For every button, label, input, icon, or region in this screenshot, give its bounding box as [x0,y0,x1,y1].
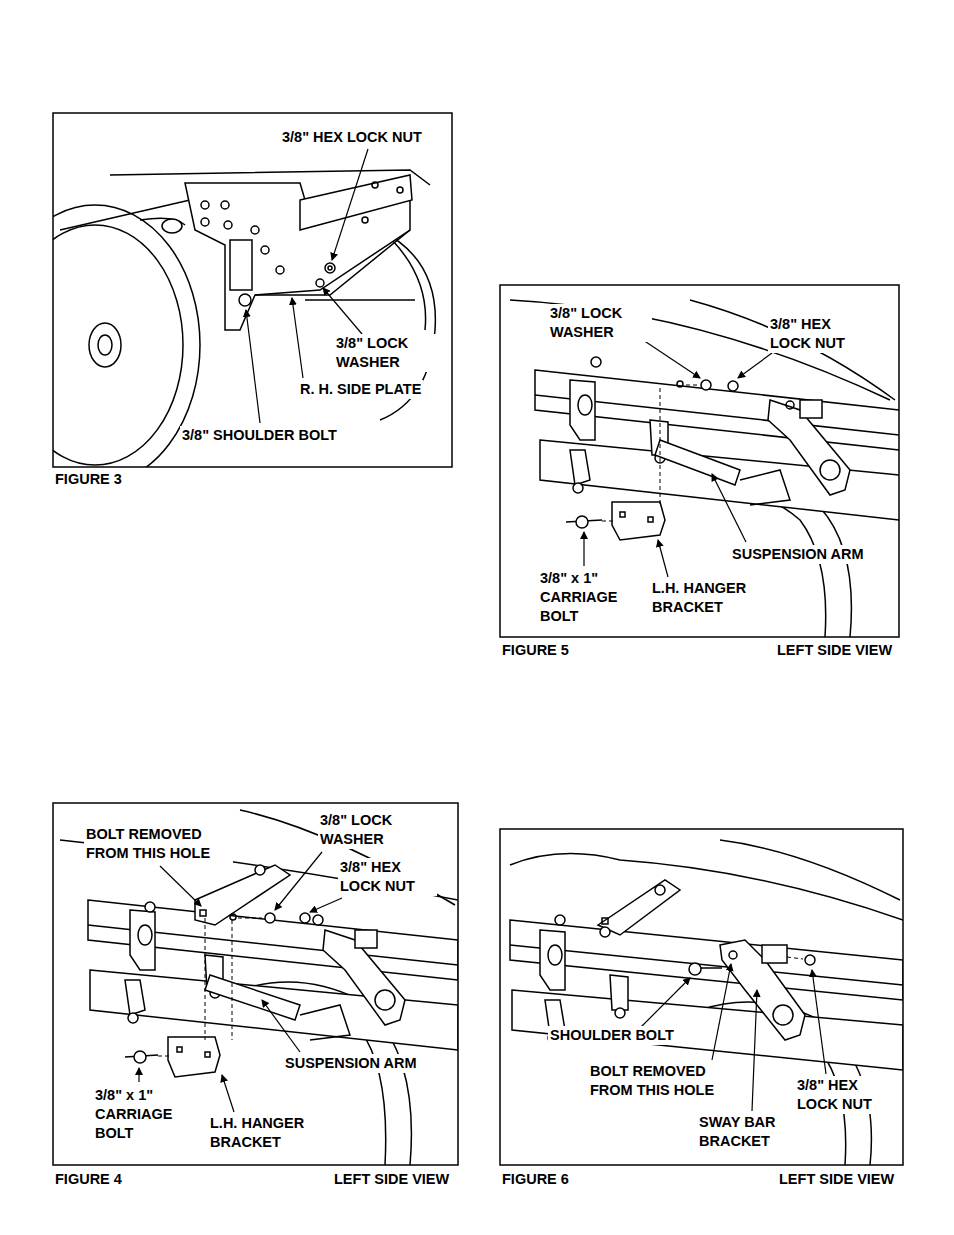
dashed-lines [602,385,700,521]
part-label: L.H. HANGER BRACKET [650,579,776,617]
view-note: LEFT SIDE VIEW [777,1170,896,1189]
part-label: 3/8" x 1" CARRIAGE BOLT [93,1086,185,1143]
part-label: 3/8" x 1" CARRIAGE BOLT [538,569,630,626]
part-label: 3/8" HEX LOCK NUT [280,128,424,147]
part-label: R. H. SIDE PLATE [298,380,423,399]
part-label: 3/8" HEX LOCK NUT [768,315,867,353]
figure-frame [500,829,903,1165]
figure-frame [500,285,899,637]
dashed-lines [787,957,803,959]
leader-lines [584,330,772,577]
part-label: SWAY BAR BRACKET [697,1113,801,1151]
part-label: 3/8" HEX LOCK NUT [795,1076,894,1114]
figure-3-drawing [53,170,435,467]
view-note: LEFT SIDE VIEW [775,641,894,660]
figure-caption: FIGURE 3 [53,470,124,489]
part-label: 3/8" HEX LOCK NUT [338,858,437,896]
part-label: BOLT REMOVED FROM THIS HOLE [84,825,233,863]
part-label: SHOULDER BOLT [548,1026,676,1045]
part-label: 3/8" LOCK WASHER [334,334,438,372]
part-label: SUSPENSION ARM [283,1054,419,1073]
figure-frame [53,803,458,1165]
figure-6-drawing [510,840,903,1165]
part-label: BOLT REMOVED FROM THIS HOLE [588,1062,737,1100]
part-label: 3/8" LOCK WASHER [548,304,652,342]
part-label: L.H. HANGER BRACKET [208,1114,334,1152]
view-note: LEFT SIDE VIEW [332,1170,451,1189]
leader-lines [139,852,342,1112]
part-label: 3/8" LOCK WASHER [318,811,422,849]
figure-frame [53,113,452,467]
figure-5-drawing [510,300,899,637]
figure-caption: FIGURE 6 [500,1170,571,1189]
dashed-lines [158,918,262,1056]
part-label: SUSPENSION ARM [730,545,866,564]
figure-caption: FIGURE 5 [500,641,571,660]
part-label: 3/8" SHOULDER BOLT [180,426,339,445]
figure-caption: FIGURE 4 [53,1170,124,1189]
figure-4-drawing [60,810,458,1165]
